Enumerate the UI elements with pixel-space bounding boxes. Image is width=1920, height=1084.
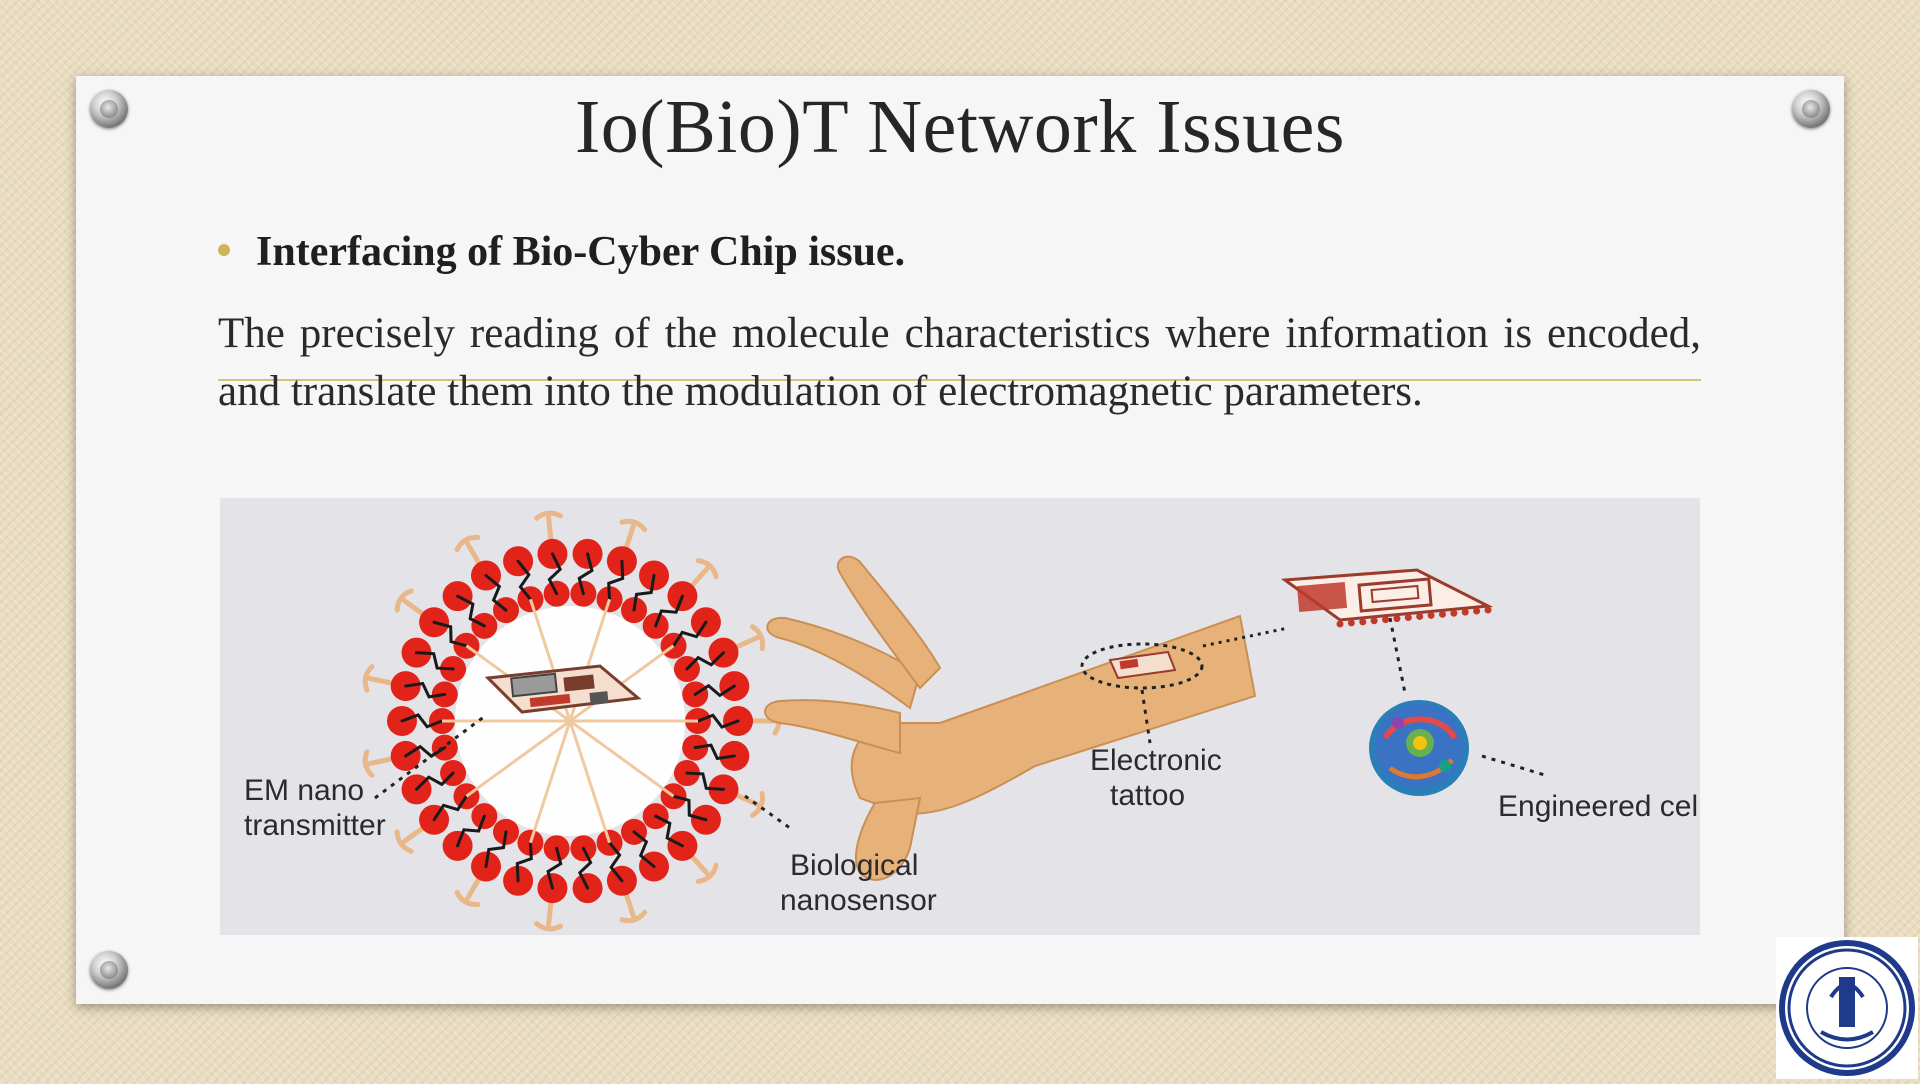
paragraph-text: The precisely reading of the molecule ch… — [218, 310, 1701, 415]
label-bio-line1: Biological — [790, 849, 918, 882]
paragraph-underline — [218, 379, 1701, 381]
label-tattoo-line2: tattoo — [1110, 779, 1185, 812]
bullet-text: Interfacing of Bio-Cyber Chip issue. — [256, 229, 906, 275]
nano-chip-icon — [484, 664, 642, 714]
rivet-top-right-icon — [1792, 90, 1830, 128]
rivet-top-left-icon — [90, 90, 128, 128]
bio-cyber-figure: EM nano transmitter Biological nanosenso… — [220, 498, 1700, 935]
bio-cyber-chip-icon — [1280, 568, 1494, 628]
engineered-cell-icon — [1369, 700, 1469, 796]
bullet-item: Interfacing of Bio-Cyber Chip issue. — [218, 228, 905, 276]
hand-arm-icon — [764, 555, 1257, 881]
bullet-dot-icon — [218, 244, 230, 256]
slide-title: Io(Bio)T Network Issues — [575, 85, 1345, 169]
college-seal-icon — [1779, 940, 1915, 1076]
label-em-line2: transmitter — [244, 809, 386, 842]
rivet-bottom-left-icon — [90, 951, 128, 989]
college-logo — [1776, 937, 1918, 1079]
liposome-icon — [362, 510, 782, 932]
label-tattoo-line1: Electronic — [1090, 744, 1222, 777]
label-engineered-cell: Engineered cell — [1498, 790, 1700, 823]
figure-illustration: EM nano transmitter Biological nanosenso… — [244, 510, 1700, 932]
label-bio-line2: nanosensor — [780, 884, 937, 917]
label-em-line1: EM nano — [244, 774, 364, 807]
